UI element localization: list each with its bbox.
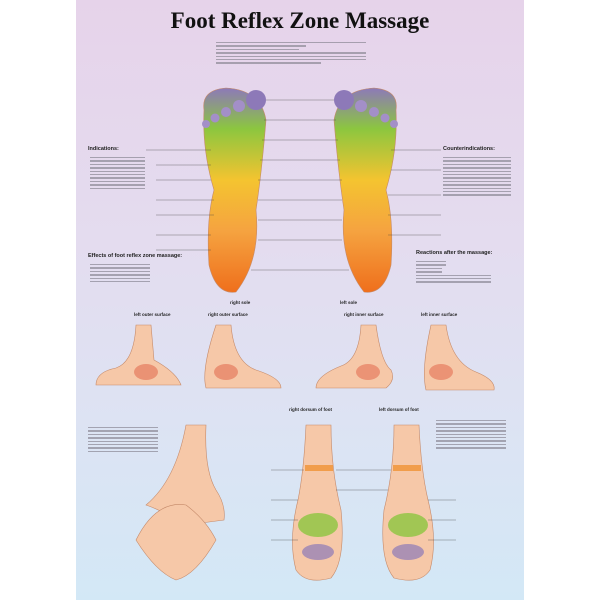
massage-hand-illustration [135, 424, 225, 581]
dorsum-feet [292, 424, 434, 581]
left-sole-diagram [333, 87, 398, 293]
caption-right-dorsum: right dorsum of foot [289, 407, 332, 412]
counterindications-list [443, 155, 511, 198]
reactions-list [416, 259, 491, 285]
caption-right-inner: right inner surface [344, 312, 384, 317]
caption-right-outer: right outer surface [208, 312, 248, 317]
caption-right-sole: right sole [230, 300, 251, 305]
side-view-zones [134, 364, 453, 380]
intro-text [216, 40, 366, 66]
caption-left-outer: left outer surface [134, 312, 171, 317]
massage-text-left [88, 425, 158, 454]
effects-heading: Effects of foot reflex zone massage: [88, 253, 183, 259]
side-view-feet [95, 324, 495, 391]
caption-left-inner: left inner surface [421, 312, 458, 317]
poster-title: Foot Reflex Zone Massage [170, 8, 430, 33]
caption-left-dorsum: left dorsum of foot [379, 407, 419, 412]
caption-left-sole: left sole [340, 300, 358, 305]
effects-list [90, 262, 150, 284]
sole-label-lines [146, 99, 441, 271]
indications-list [90, 155, 145, 191]
indications-heading: Indications: [88, 146, 119, 152]
dorsum-zones [298, 465, 428, 560]
reactions-heading: Reactions after the massage: [416, 250, 493, 256]
illustrations [95, 87, 495, 581]
dorsum-label-lines [271, 469, 456, 541]
poster: Foot Reflex Zone Massage Indications: Ef… [76, 0, 524, 600]
right-sole-diagram [202, 87, 267, 293]
massage-text-right [436, 418, 506, 451]
counterindications-heading: Counterindications: [443, 146, 495, 152]
